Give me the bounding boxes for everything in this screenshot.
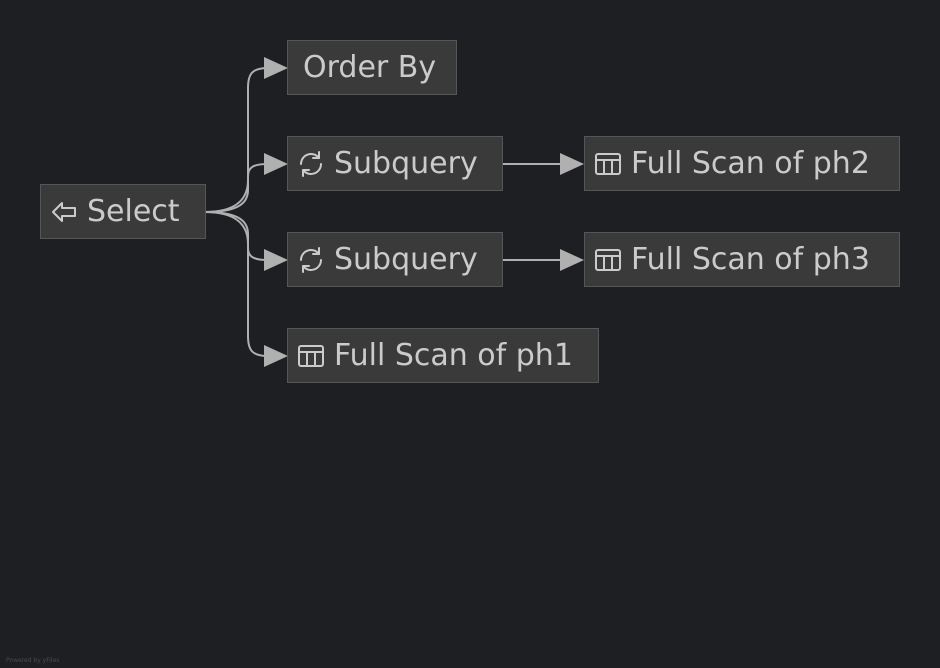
footer-credit: Powered by yFiles bbox=[6, 657, 60, 664]
node-select[interactable]: Select bbox=[40, 184, 206, 239]
refresh-icon bbox=[297, 150, 325, 178]
node-scan-ph3[interactable]: Full Scan of ph3 bbox=[584, 232, 900, 287]
node-subquery-1[interactable]: Subquery bbox=[287, 136, 503, 191]
node-scan-ph2[interactable]: Full Scan of ph2 bbox=[584, 136, 900, 191]
node-order-by[interactable]: Order By bbox=[287, 40, 457, 95]
edge-select-to-scan-ph1 bbox=[204, 211, 269, 357]
node-subquery-2[interactable]: Subquery bbox=[287, 232, 503, 287]
arrowhead-order-by bbox=[264, 57, 288, 79]
table-icon bbox=[594, 150, 622, 178]
table-icon bbox=[297, 342, 325, 370]
edge-select-to-subquery-1 bbox=[204, 163, 269, 213]
node-order-by-label: Order By bbox=[303, 50, 437, 85]
refresh-icon bbox=[297, 246, 325, 274]
node-subquery-1-label: Subquery bbox=[334, 146, 478, 181]
table-icon bbox=[594, 246, 622, 274]
arrowhead-subquery-1 bbox=[264, 153, 288, 175]
node-scan-ph1-label: Full Scan of ph1 bbox=[334, 338, 573, 373]
arrowhead-scan-ph3 bbox=[560, 249, 584, 271]
node-scan-ph3-label: Full Scan of ph3 bbox=[631, 242, 870, 277]
edge-select-to-order-by bbox=[204, 67, 269, 213]
node-subquery-2-label: Subquery bbox=[334, 242, 478, 277]
node-scan-ph1[interactable]: Full Scan of ph1 bbox=[287, 328, 599, 383]
arrowhead-scan-ph2 bbox=[560, 153, 584, 175]
node-scan-ph2-label: Full Scan of ph2 bbox=[631, 146, 870, 181]
arrowhead-subquery-2 bbox=[264, 249, 288, 271]
node-select-label: Select bbox=[87, 194, 180, 229]
arrowhead-scan-ph1 bbox=[264, 345, 288, 367]
return-arrow-icon bbox=[50, 198, 78, 226]
